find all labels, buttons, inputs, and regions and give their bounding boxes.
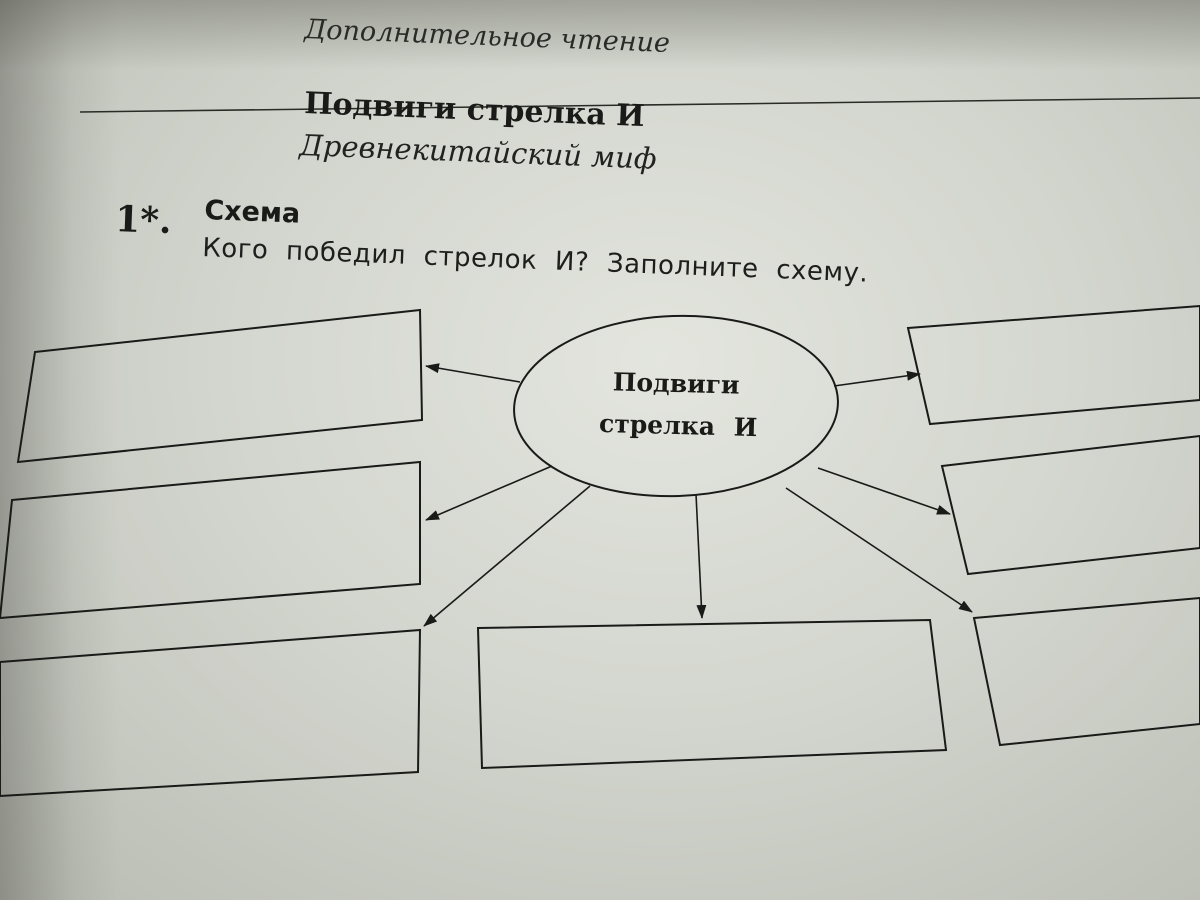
answer-box-left-top[interactable] [16, 308, 424, 464]
task-number: 1*. [114, 198, 173, 243]
answer-box-right-bottom[interactable] [972, 596, 1200, 747]
arrow-to-left-middle [425, 465, 553, 521]
arrow-to-bottom-center [695, 493, 707, 619]
arrow-to-left-bottom [423, 485, 591, 627]
answer-box-left-middle[interactable] [0, 460, 421, 620]
answer-box-bottom-center[interactable] [476, 618, 948, 770]
arrow-to-right-top [833, 370, 921, 387]
arrow-to-right-bottom [785, 487, 973, 613]
arrow-to-right-middle [817, 467, 951, 515]
arrow-to-left-top [425, 363, 521, 383]
top-shadow [0, 0, 1200, 70]
task-title: Схема [203, 195, 301, 230]
center-label-line2: стрелка И [599, 409, 758, 442]
answer-box-right-top[interactable] [906, 304, 1200, 426]
header-rule [79, 97, 1200, 113]
answer-box-left-bottom[interactable] [0, 628, 422, 798]
center-ellipse [513, 314, 839, 498]
answer-box-right-middle[interactable] [940, 434, 1200, 576]
center-label-line1: Подвиги [612, 367, 739, 399]
